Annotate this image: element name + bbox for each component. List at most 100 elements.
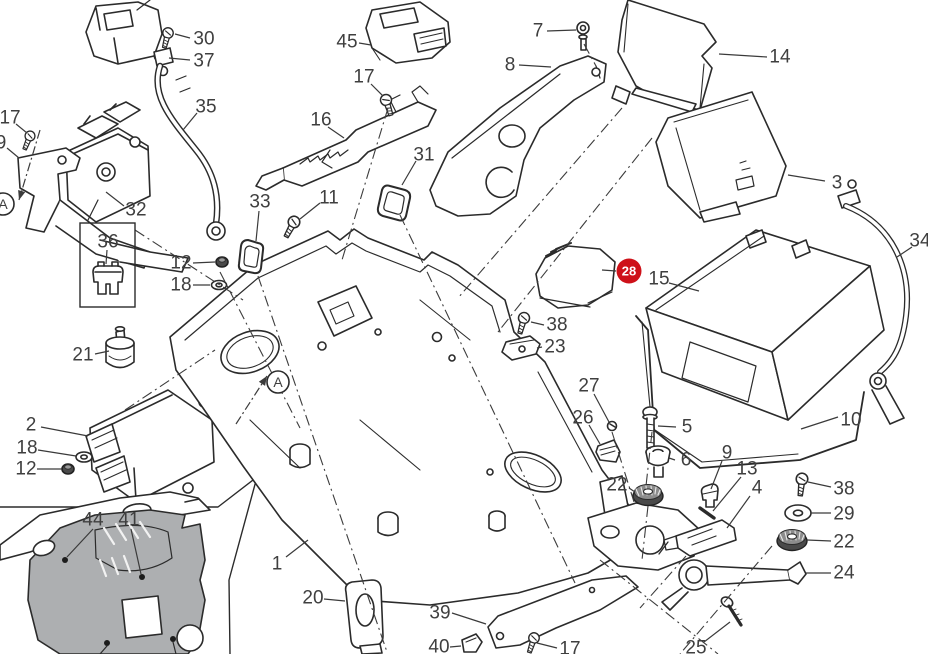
leader-line-45-17 <box>358 42 372 46</box>
part-bolt-25 <box>720 596 743 627</box>
callout-label-33-20[interactable]: 33 <box>249 192 270 213</box>
callout-label-23-31[interactable]: 23 <box>544 337 565 358</box>
callout-label-22-37[interactable]: 22 <box>606 475 627 496</box>
part-pin-13 <box>698 506 716 520</box>
ref-box-36 <box>79 222 136 308</box>
callout-label-37-1[interactable]: 37 <box>193 51 214 72</box>
leader-line-21-9 <box>94 350 110 355</box>
part-bracket-8 <box>429 55 607 217</box>
leader-line-16-18 <box>327 126 345 139</box>
callout-label-6-36[interactable]: 6 <box>681 450 692 471</box>
callout-label-30-0[interactable]: 30 <box>193 29 214 50</box>
callout-label-20-16[interactable]: 20 <box>302 588 323 609</box>
callout-label-24-44[interactable]: 24 <box>833 563 855 584</box>
callout-label-41-14[interactable]: 41 <box>118 510 139 531</box>
part-cable-34 <box>837 179 910 425</box>
callout-label-44-13[interactable]: 44 <box>82 510 104 531</box>
leader-line-35-2 <box>182 112 198 131</box>
callout-label-29-42[interactable]: 29 <box>833 504 854 525</box>
ref-marker-arrowhead-0 <box>18 190 26 200</box>
part-battery-15 <box>645 229 885 421</box>
callout-label-39-46[interactable]: 39 <box>429 603 450 624</box>
part-relay-cover-drawing <box>85 0 163 65</box>
leader-line-6-36 <box>668 457 676 461</box>
callout-label-13-39[interactable]: 13 <box>736 459 757 480</box>
part-bracket-20 <box>344 579 384 654</box>
leader-line-12-7 <box>192 261 216 264</box>
callout-label-10-32[interactable]: 10 <box>840 410 861 431</box>
callout-label-17-3[interactable]: 17 <box>0 108 21 129</box>
callout-label-32-5[interactable]: 32 <box>125 200 146 221</box>
callout-label-4-40[interactable]: 4 <box>752 478 763 499</box>
leader-line-30-0 <box>174 33 191 39</box>
callout-label-31-22[interactable]: 31 <box>413 145 434 166</box>
callout-label-34-27[interactable]: 34 <box>909 231 928 252</box>
leader-line-37-1 <box>168 57 191 61</box>
callout-label-12-7[interactable]: 12 <box>170 253 191 274</box>
callout-label-45-17[interactable]: 45 <box>336 32 357 53</box>
part-screw-38-middle <box>513 310 532 336</box>
leader-line-22-43 <box>806 539 832 542</box>
leader-line-1-15 <box>285 539 309 558</box>
callout-label-3-26[interactable]: 3 <box>832 173 843 194</box>
part-cap-9 <box>700 483 719 508</box>
part-seat-tray-1 <box>169 228 641 606</box>
part-cover-14 <box>611 0 717 113</box>
callout-label-17-19[interactable]: 17 <box>353 67 374 88</box>
callout-label-38-30[interactable]: 38 <box>546 315 567 336</box>
leader-line-10-32 <box>800 416 839 430</box>
callout-label-9-38[interactable]: 9 <box>722 443 733 464</box>
highlighted-callout-circle-28[interactable] <box>616 258 642 284</box>
leader-line-9-4 <box>6 147 20 159</box>
callout-label-8-24[interactable]: 8 <box>505 55 516 76</box>
callout-label-36-6[interactable]: 36 <box>97 232 118 253</box>
callout-label-26-34[interactable]: 26 <box>572 408 593 429</box>
callout-label-28[interactable]: 28 <box>622 264 636 279</box>
callout-label-38-41[interactable]: 38 <box>833 479 854 500</box>
callout-label-1-15[interactable]: 1 <box>272 554 283 575</box>
ref-marker-circle-1 <box>266 370 290 394</box>
part-grommet-31 <box>376 184 412 222</box>
leader-line-23-31 <box>536 346 543 349</box>
callout-label-18-8[interactable]: 18 <box>170 275 191 296</box>
part-washer-18-lower <box>75 451 93 463</box>
leader-line-40-47 <box>449 645 462 648</box>
part-lid-45 <box>365 1 451 64</box>
leader-line-3-26 <box>787 174 826 182</box>
leader-line-33-20 <box>255 210 260 242</box>
part-damper-21 <box>105 325 135 369</box>
leader-line-17-3 <box>15 123 28 134</box>
leader-line-28-28 <box>601 269 617 272</box>
callout-label-5-35[interactable]: 5 <box>682 417 693 438</box>
callout-label-14-25[interactable]: 14 <box>769 47 791 68</box>
part-hose-35 <box>153 47 226 241</box>
leader-line-32-5 <box>105 191 125 207</box>
part-cover-3 <box>655 91 787 223</box>
callout-label-9-4[interactable]: 9 <box>0 133 6 154</box>
callout-label-7-23[interactable]: 7 <box>533 21 544 42</box>
callout-label-40-47[interactable]: 40 <box>428 637 449 654</box>
callout-label-25-45[interactable]: 25 <box>685 638 706 654</box>
leader-line-41-14 <box>130 528 142 575</box>
callout-label-22-43[interactable]: 22 <box>833 532 854 553</box>
callout-label-12-12[interactable]: 12 <box>15 459 36 480</box>
callout-label-21-9[interactable]: 21 <box>72 345 93 366</box>
callout-label-15-29[interactable]: 15 <box>648 269 669 290</box>
part-grommet-22-left <box>632 483 664 507</box>
part-nut-12-lower <box>61 463 75 475</box>
callout-label-2-10[interactable]: 2 <box>26 415 37 436</box>
callout-label-35-2[interactable]: 35 <box>195 97 216 118</box>
part-screw-17-left <box>19 128 38 152</box>
part-plate-39 <box>487 575 639 649</box>
callout-label-11-21[interactable]: 11 <box>319 188 339 209</box>
callout-label-18-11[interactable]: 18 <box>16 438 37 459</box>
leader-line-17-19 <box>370 83 384 97</box>
callout-label-16-18[interactable]: 16 <box>310 110 331 131</box>
ref-marker-arrow-line-0 <box>18 129 41 201</box>
callout-label-27-33[interactable]: 27 <box>578 376 599 397</box>
leader-line-38-41 <box>807 481 832 488</box>
callout-label-17-48[interactable]: 17 <box>559 639 580 654</box>
part-clip-40 <box>461 633 483 653</box>
